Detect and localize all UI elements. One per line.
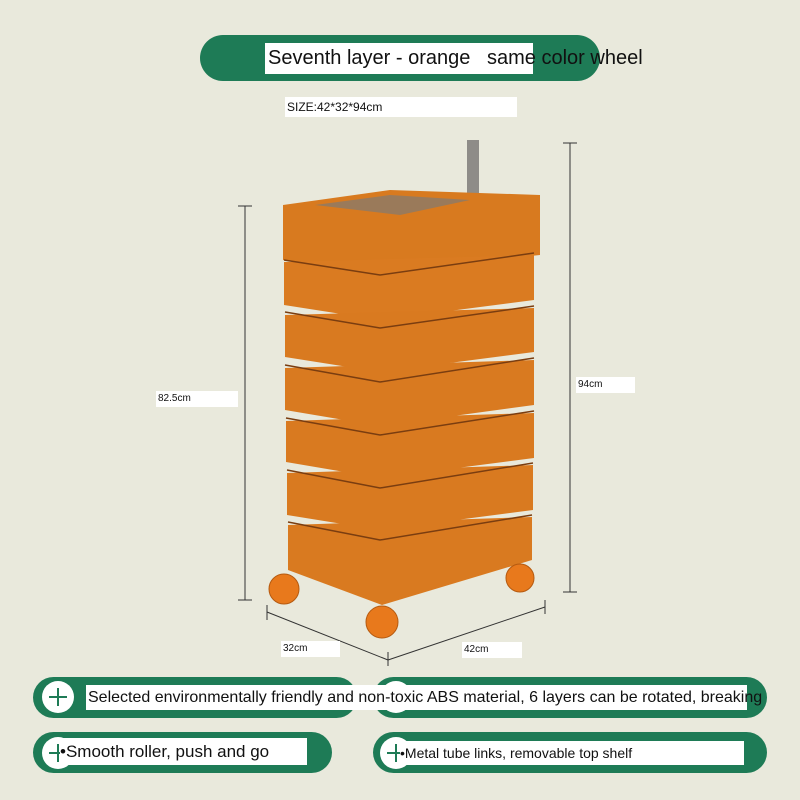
size-label: SIZE:42*32*94cm	[285, 97, 517, 117]
dim-label-body-height: 82.5cm	[156, 391, 238, 407]
plus-icon	[42, 681, 74, 713]
dim-label-width: 42cm	[462, 642, 522, 658]
feature-text-3: •Metal tube links, removable top shelf	[400, 741, 744, 765]
wheels	[268, 563, 535, 639]
dim-label-total-height: 94cm	[576, 377, 635, 393]
metal-pole	[467, 140, 479, 198]
dim-label-depth: 32cm	[281, 641, 340, 657]
cart-body	[283, 190, 540, 605]
dimension-lines	[238, 142, 577, 666]
feature-text-1: Selected environmentally friendly and no…	[86, 685, 762, 710]
feature-text-2: •Smooth roller, push and go	[60, 738, 307, 765]
